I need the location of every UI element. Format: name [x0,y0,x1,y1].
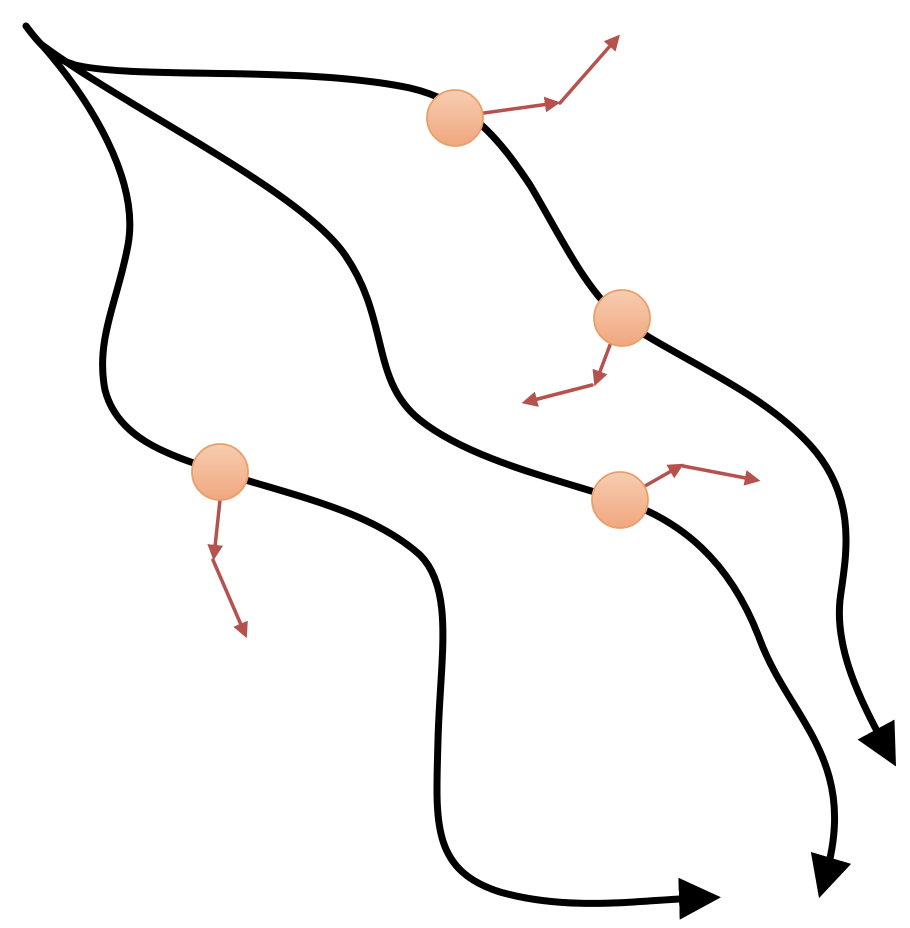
trajectory-top [22,22,897,767]
particle-4 [191,443,249,501]
particle-2 [593,289,651,347]
acceleration-arrow [558,34,620,105]
particle-3 [591,471,649,529]
vector-arrows [207,34,761,639]
trajectory-left [38,41,721,920]
particles [191,89,651,529]
velocity-arrow [592,343,612,387]
velocity-arrow [207,498,224,561]
trajectory-upper-middle [38,41,852,899]
particle-1 [426,89,484,147]
trajectories [22,22,897,920]
acceleration-arrow [211,558,248,639]
velocity-arrow [482,96,561,115]
velocity-arrow [643,463,684,488]
acceleration-arrow [521,383,594,407]
acceleration-arrow [681,464,761,486]
